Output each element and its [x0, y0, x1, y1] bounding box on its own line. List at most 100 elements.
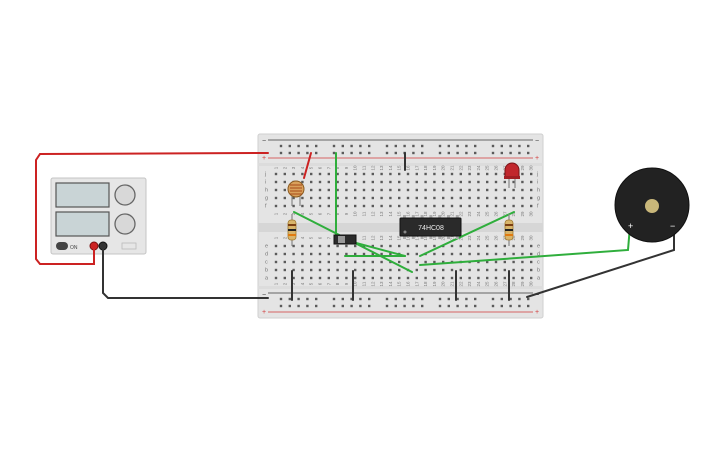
breadboard-hole[interactable]: [310, 196, 313, 200]
breadboard-hole[interactable]: [474, 297, 477, 301]
breadboard-hole[interactable]: [385, 297, 389, 301]
breadboard-hole[interactable]: [306, 297, 309, 301]
breadboard-hole[interactable]: [301, 244, 304, 248]
breadboard-hole[interactable]: [274, 276, 278, 280]
breadboard-hole[interactable]: [354, 204, 357, 208]
breadboard-hole[interactable]: [327, 196, 330, 200]
breadboard-hole[interactable]: [459, 196, 462, 200]
breadboard-hole[interactable]: [350, 144, 353, 148]
breadboard-hole[interactable]: [362, 204, 366, 208]
breadboard-hole[interactable]: [279, 304, 283, 308]
current-knob[interactable]: [114, 213, 136, 235]
breadboard-hole[interactable]: [283, 252, 286, 256]
breadboard-hole[interactable]: [421, 297, 424, 301]
breadboard-hole[interactable]: [274, 188, 278, 192]
breadboard-hole[interactable]: [468, 180, 471, 184]
breadboard-hole[interactable]: [503, 252, 506, 256]
breadboard-hole[interactable]: [371, 276, 374, 280]
breadboard-hole[interactable]: [491, 297, 495, 301]
breadboard-hole[interactable]: [306, 304, 309, 308]
breadboard-hole[interactable]: [394, 151, 397, 155]
piezo-buzzer-icon[interactable]: + −: [614, 167, 690, 243]
breadboard-hole[interactable]: [274, 204, 278, 208]
breadboard-hole[interactable]: [403, 144, 406, 148]
breadboard-hole[interactable]: [371, 260, 374, 264]
breadboard-hole[interactable]: [424, 188, 427, 192]
breadboard-hole[interactable]: [362, 276, 366, 280]
breadboard-hole[interactable]: [398, 196, 401, 200]
breadboard-hole[interactable]: [274, 180, 278, 184]
breadboard-hole[interactable]: [336, 196, 339, 200]
breadboard-hole[interactable]: [327, 260, 330, 264]
breadboard-hole[interactable]: [315, 304, 318, 308]
breadboard-hole[interactable]: [459, 276, 462, 280]
breadboard-hole[interactable]: [465, 297, 468, 301]
breadboard-hole[interactable]: [385, 144, 389, 148]
breadboard-hole[interactable]: [415, 268, 418, 272]
breadboard-hole[interactable]: [530, 172, 533, 176]
breadboard-hole[interactable]: [503, 188, 506, 192]
breadboard-hole[interactable]: [354, 268, 357, 272]
breadboard-hole[interactable]: [362, 188, 366, 192]
breadboard-hole[interactable]: [315, 144, 318, 148]
breadboard-hole[interactable]: [424, 276, 427, 280]
breadboard-hole[interactable]: [327, 268, 330, 272]
red-wire-supply[interactable]: [35, 152, 269, 265]
red-wire-ldr[interactable]: [303, 152, 312, 179]
breadboard-hole[interactable]: [530, 268, 533, 272]
breadboard-hole[interactable]: [518, 144, 521, 148]
breadboard-hole[interactable]: [415, 172, 418, 176]
breadboard-hole[interactable]: [518, 304, 521, 308]
breadboard-hole[interactable]: [368, 144, 371, 148]
breadboard-hole[interactable]: [398, 204, 401, 208]
breadboard-hole[interactable]: [380, 244, 383, 248]
breadboard-hole[interactable]: [421, 304, 424, 308]
breadboard-hole[interactable]: [527, 297, 530, 301]
breadboard-hole[interactable]: [433, 268, 436, 272]
breadboard-hole[interactable]: [442, 252, 445, 256]
breadboard-hole[interactable]: [494, 172, 498, 176]
breadboard-hole[interactable]: [292, 252, 295, 256]
breadboard-hole[interactable]: [412, 151, 415, 155]
breadboard-hole[interactable]: [465, 304, 468, 308]
breadboard-hole[interactable]: [486, 188, 489, 192]
breadboard-hole[interactable]: [442, 260, 445, 264]
breadboard-hole[interactable]: [380, 196, 383, 200]
breadboard-hole[interactable]: [301, 276, 304, 280]
breadboard-hole[interactable]: [345, 260, 348, 264]
breadboard-hole[interactable]: [442, 268, 445, 272]
breadboard-hole[interactable]: [354, 244, 357, 248]
breadboard-hole[interactable]: [341, 144, 344, 148]
breadboard-hole[interactable]: [450, 244, 454, 248]
breadboard-hole[interactable]: [288, 151, 291, 155]
breadboard-hole[interactable]: [345, 268, 348, 272]
green-wire-chip-to-led[interactable]: [419, 211, 515, 257]
breadboard-hole[interactable]: [477, 252, 480, 256]
breadboard-hole[interactable]: [509, 297, 512, 301]
breadboard-hole[interactable]: [503, 244, 506, 248]
breadboard-hole[interactable]: [389, 204, 392, 208]
breadboard-hole[interactable]: [359, 297, 362, 301]
breadboard-hole[interactable]: [500, 151, 503, 155]
breadboard-hole[interactable]: [301, 204, 304, 208]
breadboard-hole[interactable]: [447, 151, 450, 155]
breadboard-hole[interactable]: [359, 144, 362, 148]
breadboard-hole[interactable]: [306, 151, 309, 155]
breadboard-hole[interactable]: [310, 204, 313, 208]
breadboard-hole[interactable]: [292, 260, 295, 264]
breadboard-hole[interactable]: [530, 276, 533, 280]
breadboard-hole[interactable]: [521, 260, 524, 264]
breadboard-hole[interactable]: [500, 304, 503, 308]
breadboard-hole[interactable]: [438, 297, 442, 301]
breadboard-hole[interactable]: [421, 151, 424, 155]
breadboard-hole[interactable]: [406, 188, 410, 192]
breadboard-hole[interactable]: [371, 204, 374, 208]
breadboard-hole[interactable]: [292, 204, 295, 208]
breadboard-hole[interactable]: [477, 172, 480, 176]
breadboard-hole[interactable]: [477, 204, 480, 208]
breadboard-hole[interactable]: [301, 172, 304, 176]
breadboard-hole[interactable]: [371, 252, 374, 256]
breadboard-hole[interactable]: [512, 276, 515, 280]
breadboard-hole[interactable]: [371, 188, 374, 192]
breadboard-hole[interactable]: [491, 144, 495, 148]
